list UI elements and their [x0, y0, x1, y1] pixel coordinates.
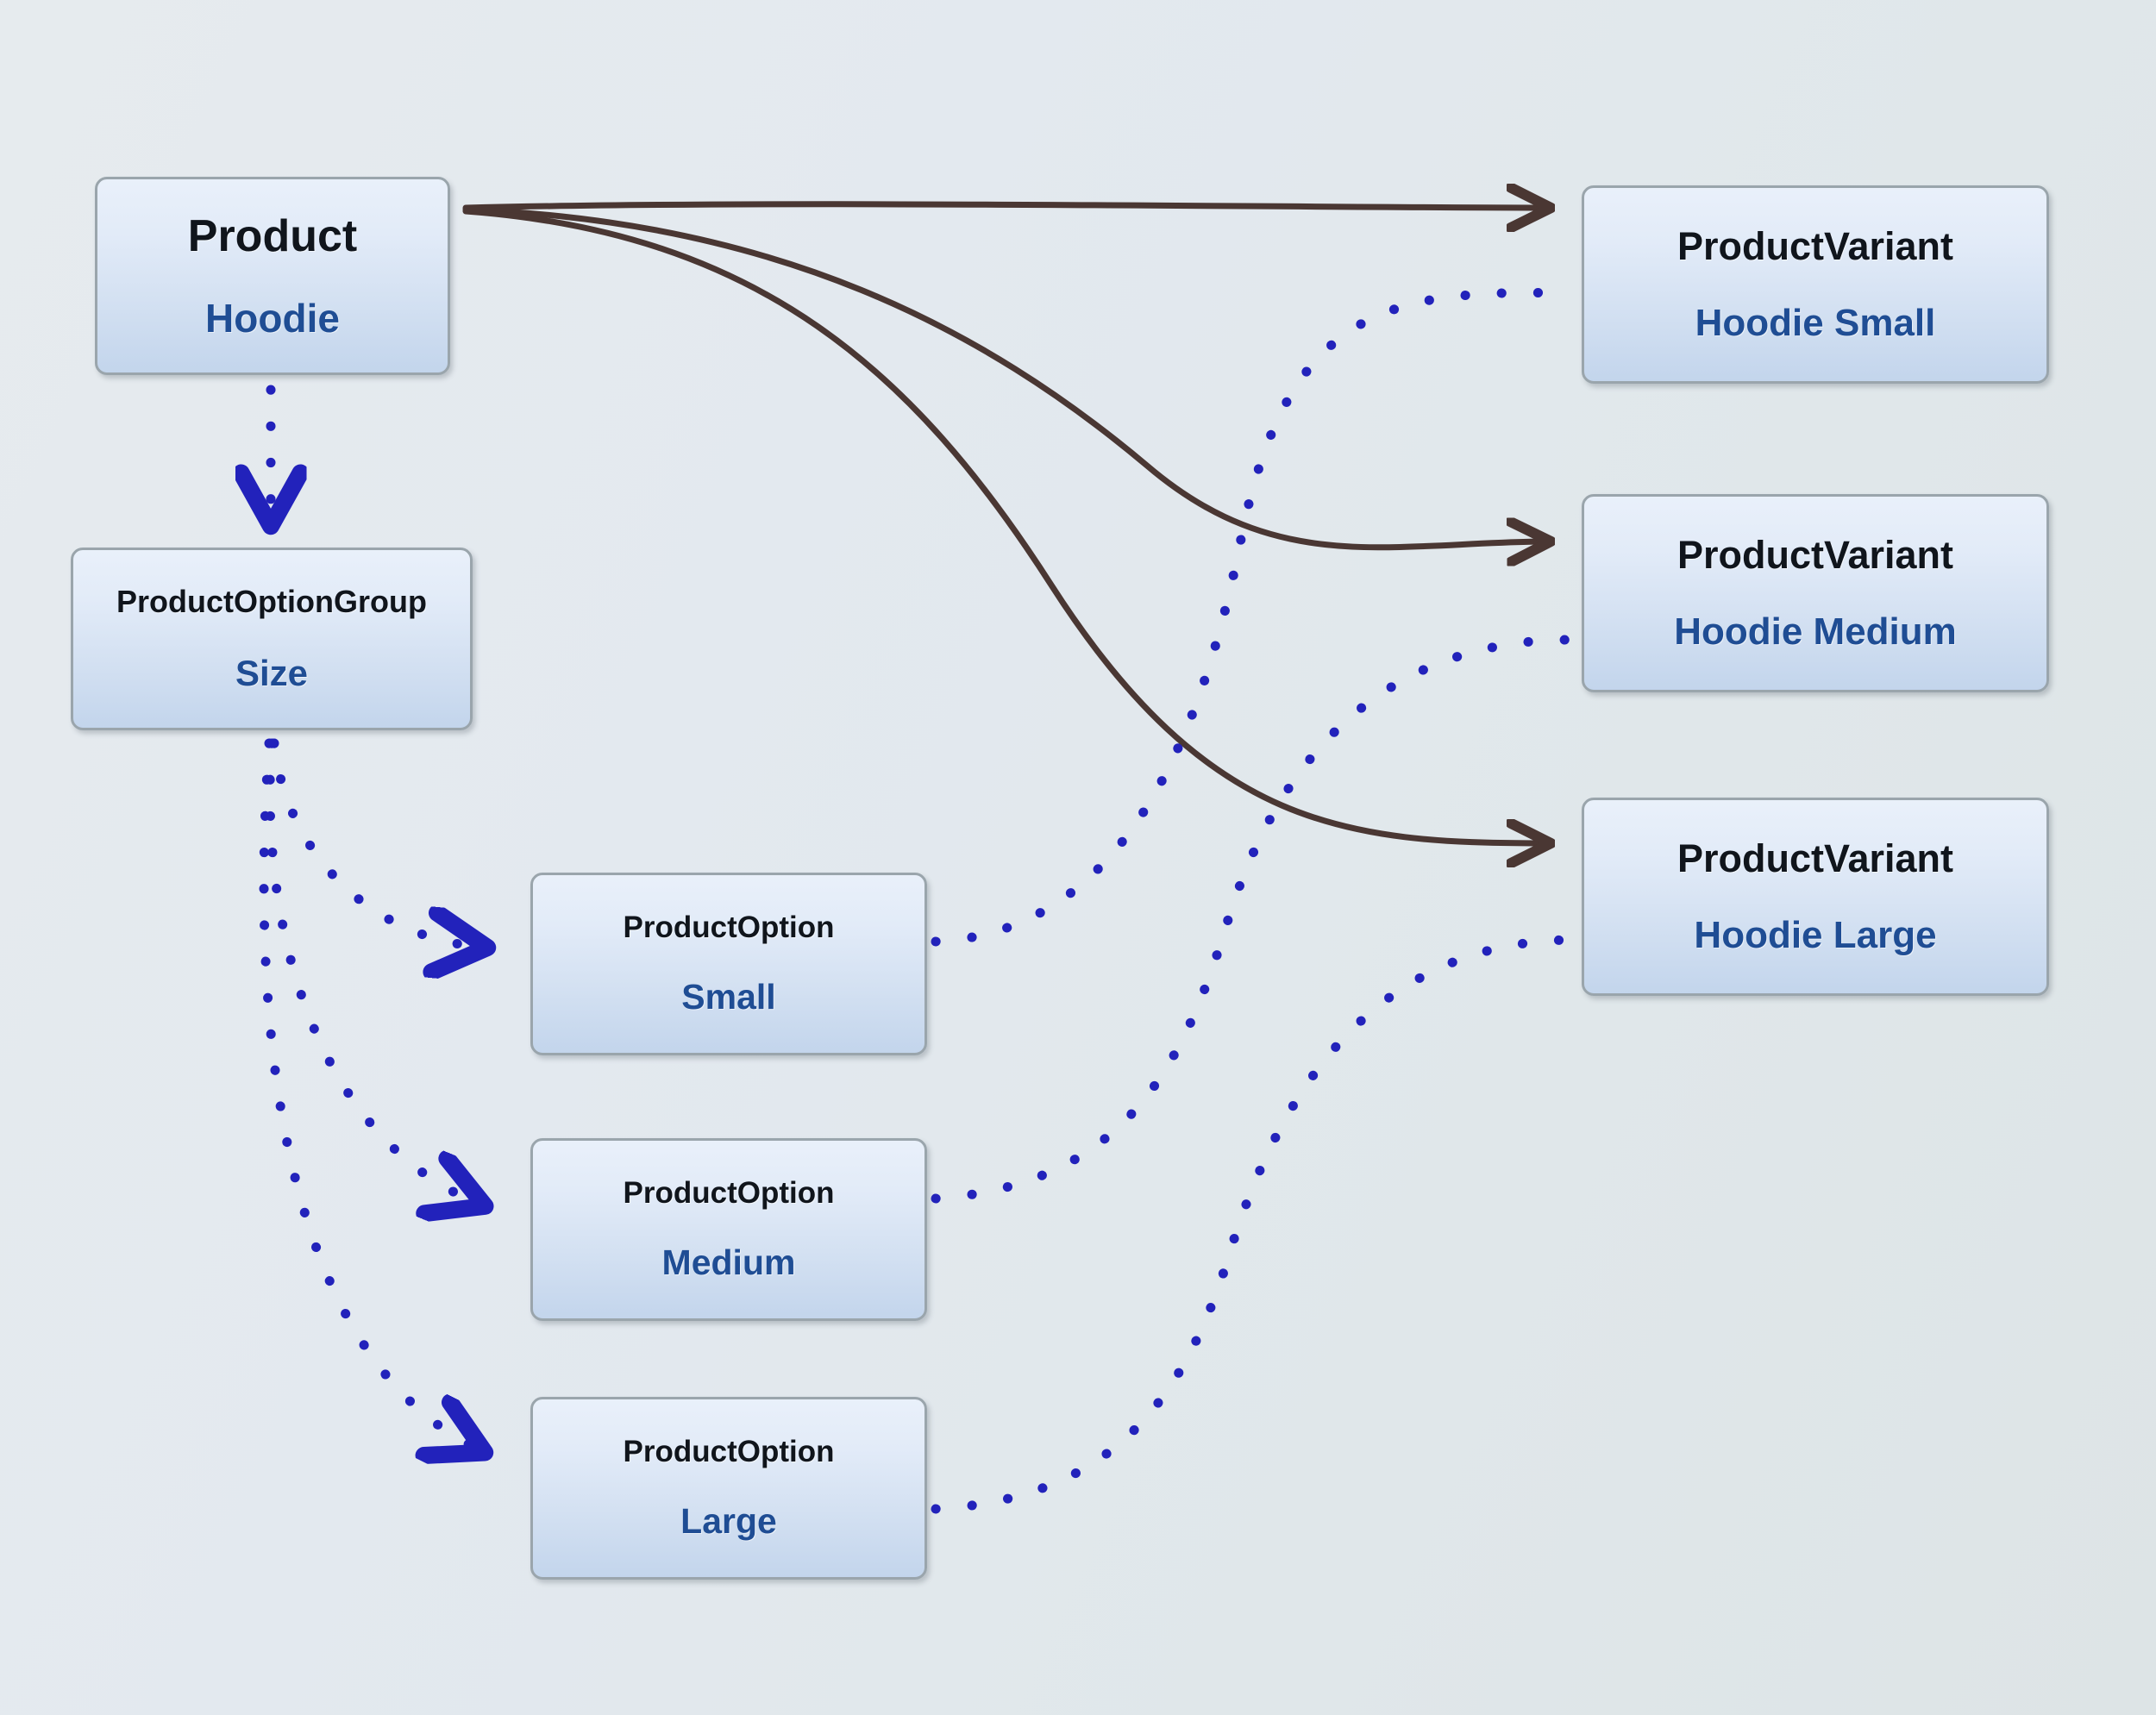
node-variant-small-value: Hoodie Small	[1695, 301, 1936, 344]
edge-option-group-to-option-medium	[265, 738, 477, 1203]
node-option-small-value: Small	[681, 976, 776, 1017]
node-variant-medium-value: Hoodie Medium	[1674, 610, 1957, 653]
node-option-medium-value: Medium	[661, 1242, 796, 1282]
node-option-group-type: ProductOptionGroup	[116, 584, 427, 620]
node-variant-medium-type: ProductVariant	[1677, 533, 1954, 578]
edge-product-to-variant-medium	[462, 206, 1544, 548]
node-variant-small-type: ProductVariant	[1677, 224, 1954, 269]
node-variant-small[interactable]: ProductVariant Hoodie Small	[1582, 185, 2049, 384]
node-variant-large-value: Hoodie Large	[1694, 913, 1937, 956]
node-variant-large-type: ProductVariant	[1677, 836, 1954, 881]
node-product-value: Hoodie	[205, 296, 340, 341]
edge-option-group-to-option-large	[259, 738, 477, 1449]
edge-option-small-to-variant-small	[931, 288, 1575, 947]
node-option-large-type: ProductOption	[623, 1435, 835, 1469]
node-option-small[interactable]: ProductOption Small	[530, 873, 927, 1055]
node-product-type: Product	[187, 210, 358, 261]
edge-option-group-to-option-small	[269, 738, 479, 947]
edge-product-to-variant-small	[462, 204, 1544, 208]
node-product[interactable]: Product Hoodie	[95, 177, 450, 375]
edge-product-to-variant-large	[462, 208, 1544, 843]
node-option-large-value: Large	[680, 1500, 777, 1541]
node-option-group[interactable]: ProductOptionGroup Size	[71, 548, 473, 730]
node-option-group-value: Size	[235, 652, 309, 693]
node-option-medium-type: ProductOption	[623, 1176, 835, 1211]
node-option-medium[interactable]: ProductOption Medium	[530, 1138, 927, 1321]
node-option-small-type: ProductOption	[623, 911, 835, 945]
node-variant-large[interactable]: ProductVariant Hoodie Large	[1582, 798, 2049, 996]
edge-option-large-to-variant-large	[931, 935, 1575, 1514]
edge-option-medium-to-variant-medium	[931, 635, 1575, 1204]
node-variant-medium[interactable]: ProductVariant Hoodie Medium	[1582, 494, 2049, 692]
node-option-large[interactable]: ProductOption Large	[530, 1397, 927, 1580]
